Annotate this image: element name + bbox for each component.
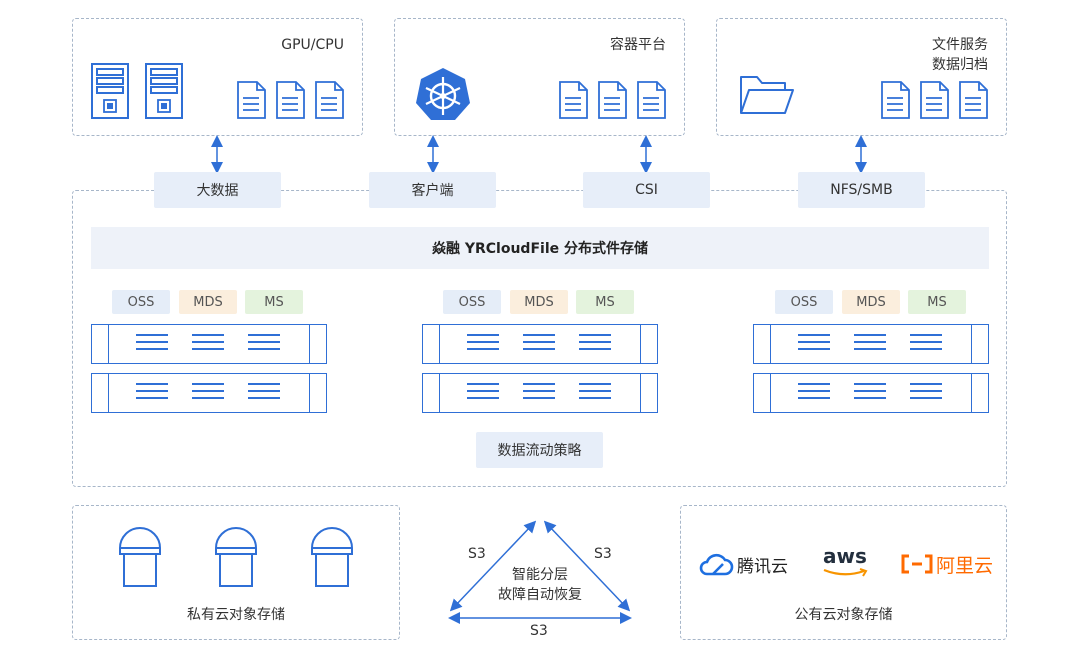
mds-tag: MDS xyxy=(179,290,237,314)
mds-tag: MDS xyxy=(510,290,568,314)
gpu-cpu-label: GPU/CPU xyxy=(281,37,344,53)
data-flow-policy: 数据流动策略 xyxy=(476,432,603,468)
aws-label: aws xyxy=(823,544,867,568)
container-platform-label: 容器平台 xyxy=(610,37,666,53)
tencent-cloud-label: 腾讯云 xyxy=(737,557,788,577)
gpu-cpu-box: GPU/CPU xyxy=(72,18,363,136)
storage-cluster-box xyxy=(72,190,1007,487)
file-icon xyxy=(881,81,988,119)
tiering-line-2: 故障自动恢复 xyxy=(498,587,582,603)
storage-server xyxy=(753,324,989,364)
aws-smile-icon xyxy=(823,568,868,577)
kubernetes-icon xyxy=(416,68,470,120)
s3-left-label: S3 xyxy=(468,546,486,562)
tiering-line-1: 智能分层 xyxy=(512,567,568,583)
container-platform-box: 容器平台 xyxy=(394,18,685,136)
s3-bottom-label: S3 xyxy=(530,623,548,639)
file-icon xyxy=(237,81,344,119)
tencent-cloud-icon xyxy=(699,553,734,576)
protocol-client: 客户端 xyxy=(369,172,496,208)
storage-server xyxy=(91,324,327,364)
private-cloud-label: 私有云对象存储 xyxy=(187,607,285,623)
private-cloud-box: 私有云对象存储 xyxy=(72,505,400,640)
oss-tag: OSS xyxy=(112,290,170,314)
protocol-csi: CSI xyxy=(583,172,710,208)
tiering-triangle xyxy=(448,520,632,624)
file-icon xyxy=(559,81,666,119)
ms-tag: MS xyxy=(245,290,303,314)
bucket-icon xyxy=(118,527,162,587)
oss-tag: OSS xyxy=(775,290,833,314)
protocol-nfs-smb: NFS/SMB xyxy=(798,172,925,208)
storage-server xyxy=(422,324,658,364)
ms-tag: MS xyxy=(576,290,634,314)
protocol-bigdata: 大数据 xyxy=(154,172,281,208)
data-archive-label: 数据归档 xyxy=(932,57,988,73)
ms-tag: MS xyxy=(908,290,966,314)
aliyun-icon xyxy=(901,554,933,574)
aliyun-label: 阿里云 xyxy=(936,555,994,577)
public-cloud-label: 公有云对象存储 xyxy=(794,607,893,623)
file-service-label: 文件服务 xyxy=(932,37,988,53)
file-service-box: 文件服务 数据归档 xyxy=(716,18,1007,136)
core-title: 焱融 YRCloudFile 分布式件存储 xyxy=(91,227,989,269)
mds-tag: MDS xyxy=(842,290,900,314)
folder-icon xyxy=(740,76,794,114)
s3-right-label: S3 xyxy=(594,546,612,562)
storage-server xyxy=(91,373,327,413)
bucket-icon xyxy=(310,527,354,587)
server-icon xyxy=(91,63,129,119)
server-icon xyxy=(145,63,183,119)
public-cloud-box: 腾讯云 aws 阿里云 公有云对象存储 xyxy=(680,505,1007,640)
bucket-icon xyxy=(214,527,258,587)
connector-arrows xyxy=(211,135,867,174)
oss-tag: OSS xyxy=(443,290,501,314)
storage-server xyxy=(753,373,989,413)
storage-server xyxy=(422,373,658,413)
